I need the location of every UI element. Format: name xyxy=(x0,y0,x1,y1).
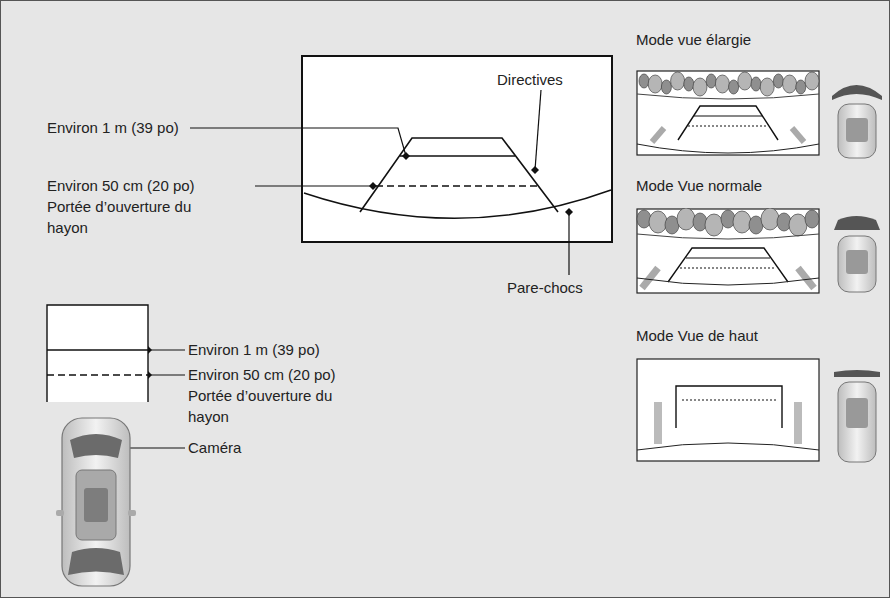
mode-thumbnail xyxy=(636,208,820,294)
view-mode-panel: Mode Vue normale xyxy=(636,176,826,298)
part-label: Pare-chocs xyxy=(507,277,607,298)
view-mode-panel: Mode Vue de haut xyxy=(636,326,826,466)
part-label: Caméra xyxy=(188,437,288,458)
mode-car-icons xyxy=(832,85,882,462)
mode-thumbnail xyxy=(636,358,820,462)
part-label: Directives xyxy=(497,69,597,90)
distance-label: Environ 50 cm (20 po) Portée d’ouverture… xyxy=(188,364,363,427)
mode-heading: Mode vue élargie xyxy=(636,30,751,50)
distance-label: Environ 1 m (39 po) xyxy=(47,117,197,138)
camera-screen xyxy=(302,56,612,242)
mode-heading: Mode Vue de haut xyxy=(636,326,758,346)
mode-thumbnail xyxy=(636,70,820,156)
range-box xyxy=(47,305,148,402)
mode-heading: Mode Vue normale xyxy=(636,176,762,196)
leader-lines xyxy=(95,90,569,448)
view-mode-panel: Mode vue élargie xyxy=(636,30,826,160)
distance-label: Environ 50 cm (20 po) Portée d’ouverture… xyxy=(47,175,222,238)
distance-label: Environ 1 m (39 po) xyxy=(188,339,388,360)
car-top-view xyxy=(56,418,136,586)
